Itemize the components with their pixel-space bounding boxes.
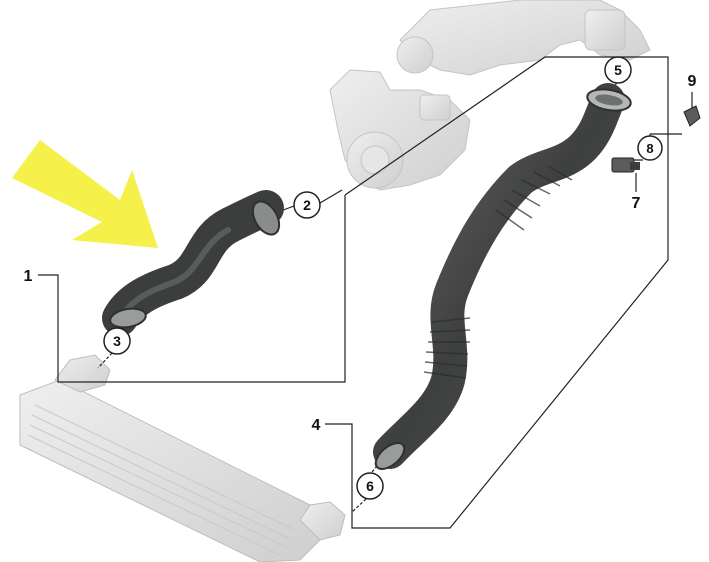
svg-text:4: 4 xyxy=(312,417,321,434)
callout-8: 8 xyxy=(637,135,663,161)
svg-text:2: 2 xyxy=(303,197,311,213)
svg-text:1: 1 xyxy=(24,268,33,285)
clip-part-9 xyxy=(683,105,701,127)
ghost-intercooler xyxy=(19,354,346,562)
svg-text:6: 6 xyxy=(366,478,374,494)
callout-5: 5 xyxy=(604,56,632,84)
sensor-part-7 xyxy=(611,157,640,173)
yellow-arrow-icon xyxy=(12,140,158,248)
callout-6: 6 xyxy=(356,472,384,500)
svg-text:9: 9 xyxy=(688,73,697,90)
hose-part-4 xyxy=(373,83,632,470)
callout-2: 2 xyxy=(293,191,321,219)
ghost-intake-manifold xyxy=(396,0,651,76)
svg-text:7: 7 xyxy=(632,195,641,212)
svg-text:5: 5 xyxy=(614,62,622,78)
callout-7: 7 xyxy=(632,195,641,212)
callout-9: 9 xyxy=(688,73,697,90)
svg-text:3: 3 xyxy=(113,333,121,349)
callout-1: 1 xyxy=(24,268,33,285)
svg-text:8: 8 xyxy=(646,141,653,156)
hose-part-2 xyxy=(102,190,284,336)
callout-3: 3 xyxy=(103,327,131,355)
ghost-turbocharger xyxy=(329,69,471,191)
callout-4: 4 xyxy=(312,417,321,434)
